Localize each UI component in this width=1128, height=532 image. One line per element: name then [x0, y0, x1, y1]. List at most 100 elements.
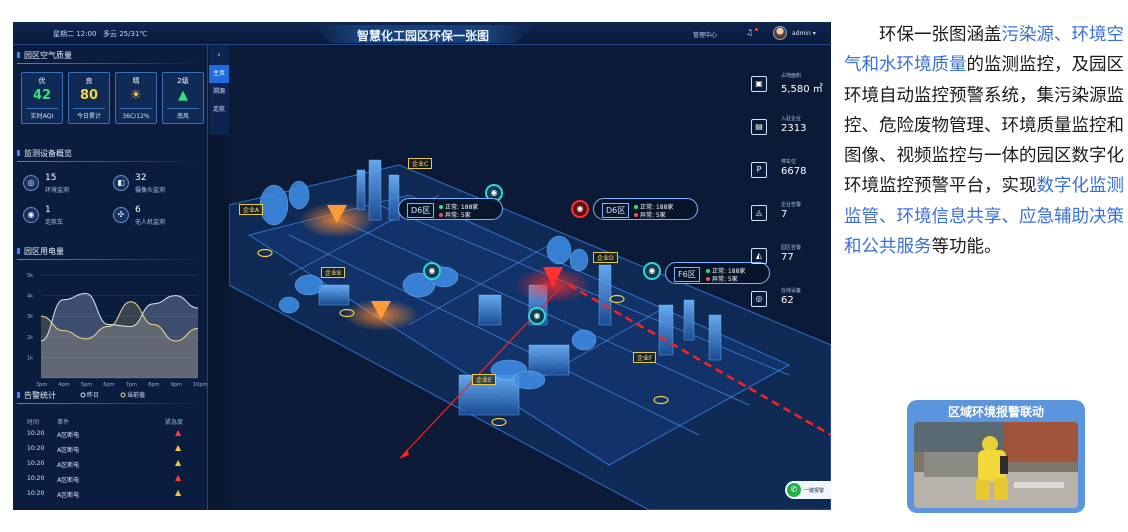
- warning-icon: ▲: [175, 458, 182, 467]
- aq-value: ☀: [130, 88, 142, 103]
- enterprise-label-b[interactable]: 企业B: [321, 267, 346, 278]
- device-label: 走航车: [45, 219, 64, 226]
- stat-value: 2313: [781, 123, 807, 134]
- zone-abnormal-count: 异常: 5家: [706, 274, 738, 283]
- nav-trace[interactable]: 溯源: [212, 88, 225, 95]
- aq-label: 良: [85, 77, 93, 85]
- alarm-header-time: 时间: [27, 419, 40, 426]
- series-current-area: [41, 301, 198, 378]
- divider: [17, 63, 203, 64]
- zone-callout[interactable]: F6区 正常: 188家 异常: 5家: [665, 262, 770, 284]
- zone-normal-count: 正常: 188家: [439, 202, 478, 211]
- stat-label: 停车位: [781, 159, 797, 165]
- zone-abnormal-count: 异常: 5家: [634, 210, 666, 219]
- body-text: 的监测监控，及园区环境自动监控预警系统，集污染源监控、危险废物管理、环境质量监控…: [844, 55, 1124, 197]
- monitor-icon: ◎: [23, 175, 39, 191]
- enterprise-label-e[interactable]: 企业E: [472, 374, 496, 385]
- camera-icon[interactable]: ◉: [643, 262, 661, 280]
- alarm-time: 10:20: [27, 475, 45, 482]
- stat-label: 占地面积: [781, 73, 802, 79]
- stat-label: 入驻企业: [781, 116, 802, 122]
- devices-title: 监测设备概览: [17, 148, 72, 159]
- alarm-time: 10:20: [27, 460, 45, 467]
- divider: [17, 403, 203, 404]
- zone-normal-count: 正常: 188家: [634, 202, 673, 211]
- emergency-alarm-button[interactable]: ✆ 一键报警: [785, 481, 831, 499]
- device-count: 15: [45, 173, 57, 183]
- alarm-event: A区断电: [57, 477, 80, 484]
- table-row[interactable]: 10:20 A区断电 ▲: [27, 457, 202, 471]
- camera-icon[interactable]: ◉: [423, 262, 441, 280]
- enterprise-label-c[interactable]: 企业C: [408, 158, 433, 169]
- alarm-event: A区断电: [57, 492, 80, 499]
- x-tick-label: 6pm: [103, 382, 114, 388]
- collapse-icon[interactable]: ‹: [217, 50, 221, 59]
- power-title: 园区用电量: [17, 246, 64, 257]
- aq-value: 80: [79, 88, 99, 103]
- alarm-header-event: 事件: [57, 419, 70, 426]
- nav-home[interactable]: 主页: [209, 65, 229, 83]
- device-label: 环境监测: [45, 187, 70, 194]
- page-title: 智慧化工园区环保一张图: [313, 25, 533, 43]
- alarm-event: A区断电: [57, 462, 80, 469]
- bell-icon[interactable]: ♫: [746, 28, 758, 38]
- stat-label: 在线设备: [781, 288, 802, 294]
- management-center-link[interactable]: 管理中心: [693, 32, 718, 39]
- avatar[interactable]: [773, 26, 787, 40]
- legend-marker: [120, 392, 126, 398]
- user-menu[interactable]: admin ▾: [792, 30, 816, 37]
- divider: [73, 108, 105, 109]
- park-3d-map[interactable]: [229, 45, 831, 510]
- siren-icon: ◭: [751, 248, 767, 264]
- side-nav: ‹ 主页 溯源 走航: [209, 45, 229, 135]
- air-quality-card: 晴☀36C/12%: [115, 72, 157, 124]
- series-current-line: [40, 301, 199, 342]
- alarm-event: A区断电: [57, 447, 80, 454]
- stat-value: 77: [781, 252, 794, 263]
- enterprise-label-a[interactable]: 企业A: [239, 204, 264, 215]
- camera-icon: ◧: [113, 175, 129, 191]
- enterprise-label-d[interactable]: 企业D: [593, 252, 618, 263]
- device-icon: ◎: [751, 291, 767, 307]
- nav-patrol[interactable]: 走航: [212, 106, 225, 113]
- description-text: 环保一张图涵盖污染源、环境空气和水环境质量的监测监控，及园区环境自动监控预警系统…: [844, 20, 1124, 262]
- zone-name: D6区: [407, 203, 435, 218]
- phone-icon: ✆: [787, 483, 801, 497]
- x-tick-label: 7pm: [126, 382, 137, 388]
- stat-value: 6678: [781, 166, 807, 177]
- alert-camera-icon[interactable]: ◉: [571, 200, 589, 218]
- device-count: 1: [45, 205, 51, 215]
- alarm-time: 10:20: [27, 490, 45, 497]
- zone-callout[interactable]: D6区 正常: 188家 异常: 5家: [593, 198, 698, 220]
- enterprise-label-f[interactable]: 企业F: [633, 352, 657, 363]
- highlight-text: 污染源、环境空气和水环境质量: [844, 25, 1124, 76]
- stat-label: 企业告警: [781, 202, 802, 208]
- divider: [120, 108, 152, 109]
- x-tick-label: 10pm: [193, 382, 208, 388]
- body-text: 环保一张图涵盖: [879, 25, 1002, 45]
- divider: [26, 108, 58, 109]
- camera-icon[interactable]: ◉: [528, 307, 546, 325]
- date-time: 星期二 12:00: [53, 30, 97, 38]
- top-bar: 星期二 12:00 多云 25/31℃ 智慧化工园区环保一张图 管理中心 ♫ a…: [13, 22, 831, 45]
- alarm-linkage-card: 区域环境报警联动: [907, 400, 1085, 513]
- y-tick-label: 2k: [27, 335, 33, 341]
- stat-value: 7: [781, 209, 788, 220]
- x-tick-label: 8pm: [148, 382, 159, 388]
- device-label: 无人机监测: [135, 219, 166, 226]
- zone-callout[interactable]: D6区 正常: 188家 异常: 5家: [398, 198, 503, 220]
- series-yesterday-line: [40, 293, 199, 342]
- zone-name: F6区: [674, 267, 700, 282]
